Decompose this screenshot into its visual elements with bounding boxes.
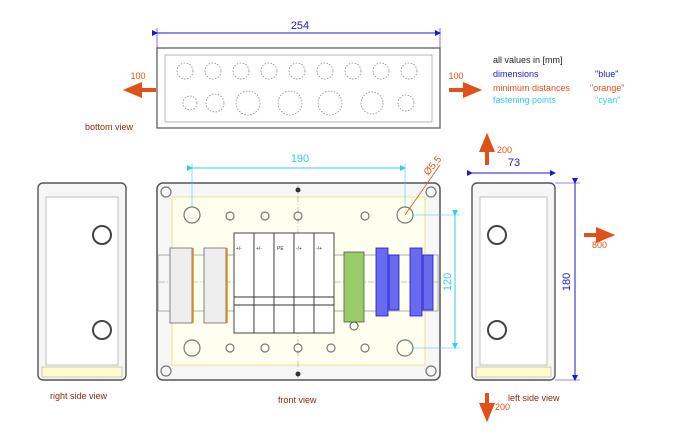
front-view-label: front view xyxy=(278,395,317,405)
min-distance-top-arrow xyxy=(479,132,495,165)
min-distance-bottom-arrow xyxy=(479,393,495,423)
hole-diameter: Ø5.5 xyxy=(422,154,445,178)
right-side-view-label: right side view xyxy=(50,391,108,401)
hole-spacing-x: 190 xyxy=(291,153,309,165)
bottom-view-label: bottom view xyxy=(85,122,134,132)
min-distance-left: 100 xyxy=(130,71,145,81)
device-label: -/+ xyxy=(296,246,302,252)
front-view xyxy=(156,132,495,381)
min-distance-right: 100 xyxy=(448,71,463,81)
min-distance-left-arrow xyxy=(122,82,156,98)
min-distance-side: 800 xyxy=(592,240,607,250)
legend-minimum: minimum distances xyxy=(493,83,571,93)
legend-minimum-color: "orange" xyxy=(590,83,624,93)
hole-spacing-y: 120 xyxy=(442,273,454,291)
right-side-view xyxy=(37,182,127,381)
legend-fastening: fastening points xyxy=(493,95,557,105)
height-dimension: 180 xyxy=(561,273,573,291)
legend-dimensions-color: "blue" xyxy=(595,69,618,79)
min-distance-top: 200 xyxy=(497,145,512,155)
width-dimension: 254 xyxy=(291,20,309,32)
device-label: +/- xyxy=(256,246,262,252)
legend-title: all values in [mm] xyxy=(493,55,563,65)
min-distance-bottom: 200 xyxy=(495,402,510,412)
legend-fastening-color: "cyan" xyxy=(595,95,620,105)
device-label: +/- xyxy=(236,246,242,252)
device-label: PE xyxy=(277,246,284,252)
device-label: -/+ xyxy=(316,246,322,252)
left-side-view xyxy=(467,170,616,423)
legend-dimensions: dimensions xyxy=(493,69,539,79)
depth-dimension: 73 xyxy=(508,157,520,169)
left-side-view-label: left side view xyxy=(508,393,560,403)
min-distance-right-arrow xyxy=(449,82,483,98)
min-distance-side-arrow xyxy=(584,227,616,243)
bottom-view xyxy=(122,28,483,129)
